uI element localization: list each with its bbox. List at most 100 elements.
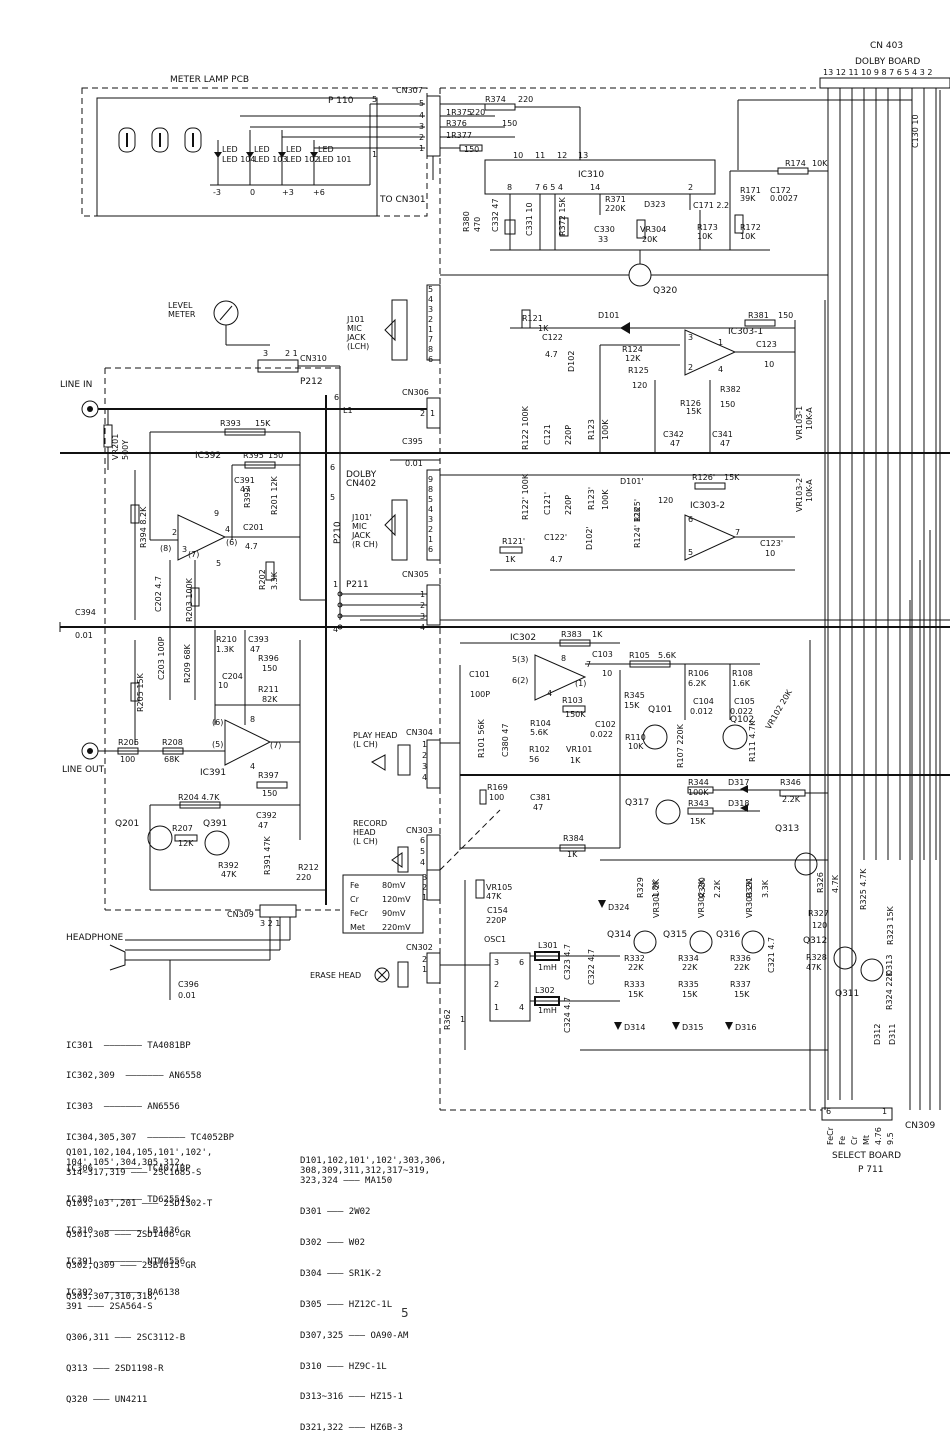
legend-row: D302 ——— W02 [300,1237,366,1248]
legend-row: D305 ——— HZ12C-1L [300,1299,393,1310]
svg-text:C392: C392 [256,811,277,820]
svg-text:-3: -3 [213,188,221,197]
q320-transistor: Q320 [440,250,828,296]
svg-text:R374: R374 [485,95,506,104]
svg-text:100K: 100K [601,419,610,440]
svg-text:220: 220 [518,95,533,104]
svg-text:+6: +6 [313,188,325,197]
svg-text:4.7: 4.7 [245,542,258,551]
svg-text:R202: R202 [258,569,267,590]
ic310-passives: R380 470 C332 47 C331 10 R372 15K C33033… [462,99,920,250]
svg-text:0.022: 0.022 [730,707,753,716]
svg-text:LED 102: LED 102 [286,155,319,164]
svg-text:22K: 22K [682,963,698,972]
svg-text:D102: D102 [567,351,576,372]
svg-text:150: 150 [778,311,793,320]
svg-text:R209 68K: R209 68K [183,643,192,683]
svg-text:6: 6 [420,836,425,845]
svg-text:Cr: Cr [850,1135,859,1145]
svg-text:100: 100 [120,755,135,764]
svg-text:R201 12K: R201 12K [270,475,279,515]
svg-text:47: 47 [670,439,680,448]
svg-text:R123': R123' [587,487,596,510]
svg-text:2: 2 [422,883,427,892]
svg-text:D102': D102' [585,526,594,550]
legend-row: IC304,305,307 ——————— TC4052BP [66,1133,234,1144]
svg-text:120mV: 120mV [382,895,411,904]
vr201: VR201 500Y [103,409,130,470]
svg-text:15K: 15K [255,419,271,428]
svg-text:VR105: VR105 [486,883,512,892]
svg-text:R210: R210 [216,635,237,644]
svg-text:1: 1 [430,409,435,418]
dolby-board-label: DOLBY BOARD [855,57,920,67]
svg-text:R393: R393 [220,419,241,428]
svg-text:220: 220 [470,108,485,117]
svg-text:47: 47 [250,645,260,654]
svg-text:8: 8 [250,715,255,724]
svg-text:C393: C393 [248,635,269,644]
svg-text:L302: L302 [535,986,555,995]
svg-text:R122 100K: R122 100K [521,405,530,450]
svg-text:R381: R381 [748,311,769,320]
svg-text:4: 4 [420,858,425,867]
svg-text:R380: R380 [462,211,471,232]
svg-text:C201: C201 [243,523,264,532]
svg-text:39K: 39K [740,194,756,203]
svg-text:150: 150 [502,119,517,128]
svg-text:1.6K: 1.6K [732,679,751,688]
svg-text:1: 1 [372,150,377,159]
p110-label: P 110 [328,96,354,106]
svg-text:Q316: Q316 [716,930,741,940]
svg-text:3: 3 [263,349,268,358]
svg-text:47: 47 [533,803,543,812]
svg-text:15K: 15K [690,817,706,826]
legend-row: IC306 ——————— TC4071BP [66,1164,191,1175]
svg-text:5: 5 [216,559,221,568]
svg-text:L301: L301 [538,941,558,950]
svg-text:C105: C105 [734,697,755,706]
svg-text:IC392: IC392 [195,451,221,461]
svg-text:D323: D323 [644,200,665,209]
svg-text:150: 150 [262,664,277,673]
svg-text:1R377: 1R377 [446,131,472,140]
svg-text:10K: 10K [740,232,756,241]
svg-text:R383: R383 [561,630,582,639]
svg-text:3: 3 [182,545,187,554]
headphone-label: HEADPHONE [66,933,124,943]
svg-text:(6): (6) [212,718,223,727]
svg-text:5.6K: 5.6K [530,728,549,737]
svg-text:Q391: Q391 [203,819,227,829]
line-out-label: LINE OUT [62,765,105,775]
svg-text:3: 3 [428,515,433,524]
svg-text:2: 2 [420,409,425,418]
legend-row: D301 ——— 2W02 [300,1207,371,1218]
svg-text:1: 1 [428,535,433,544]
legend-row: Q103,103',201 ——— 2SD1302-T [66,1199,213,1210]
svg-text:2 1: 2 1 [285,349,298,358]
svg-text:8: 8 [507,183,512,192]
svg-text:D324: D324 [608,903,629,912]
svg-text:C172: C172 [770,186,791,195]
svg-text:150: 150 [262,789,277,798]
svg-text:R376: R376 [446,119,467,128]
svg-text:3: 3 [494,958,499,967]
legend-row: D304 ——— SR1K-2 [300,1268,382,1279]
svg-text:2.2K: 2.2K [782,795,801,804]
svg-text:VR301 2K: VR301 2K [652,878,661,918]
svg-text:R324 22K: R324 22K [885,970,894,1010]
svg-text:47: 47 [258,821,268,830]
svg-text:P212: P212 [300,377,323,387]
svg-text:CN302: CN302 [406,943,433,952]
svg-text:2: 2 [494,980,499,989]
svg-text:C322 4.7: C322 4.7 [587,949,596,985]
legend-row: IC302,309 ——————— AN6558 [66,1071,202,1082]
svg-text:R126': R126' [692,473,715,482]
svg-text:56: 56 [529,755,539,764]
svg-text:6: 6 [428,545,433,554]
